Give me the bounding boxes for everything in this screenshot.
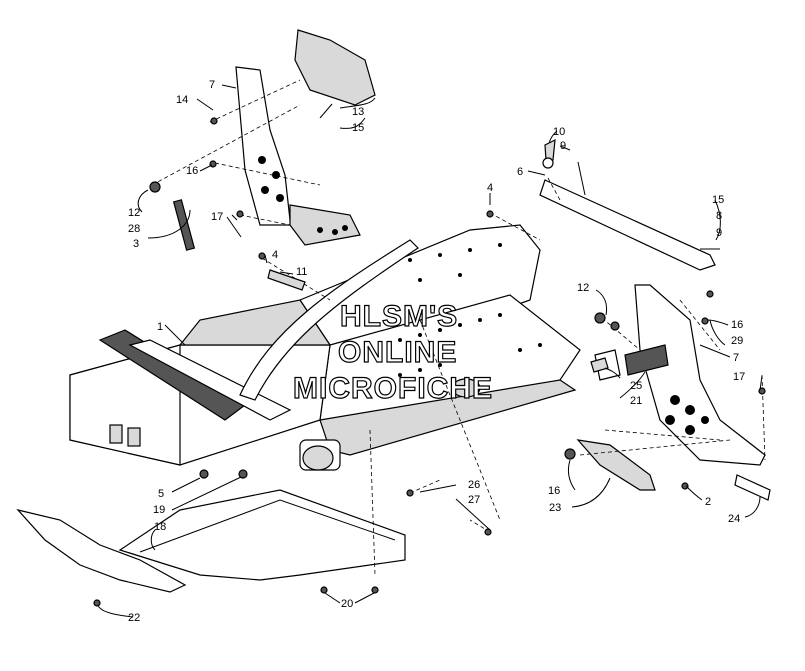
callout-29: 29 — [731, 335, 743, 347]
callout-18: 18 — [154, 521, 166, 533]
callout-19: 19 — [153, 504, 165, 516]
callout-15b: 15 — [712, 194, 724, 206]
watermark: HLSM'S ONLINE MICROFICHE — [292, 299, 493, 405]
callout-20: 20 — [341, 598, 353, 610]
callout-23: 23 — [549, 502, 561, 514]
callout-26: 26 — [468, 479, 480, 491]
callout-10: 10 — [553, 126, 565, 138]
watermark-line-1: HLSM'S — [340, 300, 458, 333]
callout-15a: 15 — [352, 122, 364, 134]
callout-11: 11 — [296, 266, 307, 278]
right-footrest — [624, 284, 766, 466]
watermark-line-3: MICROFICHE — [293, 372, 493, 405]
callout-17a: 17 — [211, 211, 223, 223]
callout-28: 28 — [128, 223, 140, 235]
steering-support-bar — [539, 179, 716, 271]
chassis-frame — [69, 224, 581, 471]
side-panel-holes — [378, 243, 542, 382]
callout-7b: 7 — [733, 352, 739, 364]
callout-9a: 9 — [560, 140, 566, 152]
callout-9b: 9 — [716, 227, 722, 239]
callout-17b: 17 — [733, 371, 745, 383]
leader-lines — [97, 84, 763, 618]
callout-16b: 16 — [731, 319, 743, 331]
callout-16c: 16 — [548, 485, 560, 497]
left-footrest — [172, 66, 361, 251]
skid-plate — [118, 489, 406, 581]
callout-4b: 4 — [272, 249, 278, 261]
front-bumper — [16, 508, 187, 593]
callout-6: 6 — [517, 166, 523, 178]
callout-25: 25 — [630, 380, 642, 392]
callout-16a: 16 — [186, 165, 198, 177]
callout-3: 3 — [133, 238, 139, 250]
callout-27: 27 — [468, 494, 480, 506]
callout-13: 13 — [352, 106, 364, 118]
callout-2: 2 — [705, 496, 711, 508]
callout-4a: 4 — [487, 182, 493, 194]
callout-21: 21 — [630, 395, 642, 407]
callout-12b: 12 — [577, 282, 589, 294]
callout-5: 5 — [158, 488, 164, 500]
callout-8: 8 — [716, 210, 722, 222]
lower-bracket — [576, 439, 656, 491]
callout-12a: 12 — [128, 207, 140, 219]
watermark-line-2: ONLINE — [338, 336, 457, 369]
callout-14: 14 — [176, 94, 188, 106]
fasteners — [93, 79, 766, 607]
callout-22: 22 — [128, 612, 140, 624]
callout-24: 24 — [728, 513, 740, 525]
callout-7a: 7 — [209, 79, 215, 91]
callout-labels: 1 2 3 4 4 5 6 7 7 8 9 9 10 11 12 12 13 1… — [128, 79, 745, 624]
upper-bracket — [294, 29, 376, 106]
callout-1: 1 — [157, 321, 163, 333]
